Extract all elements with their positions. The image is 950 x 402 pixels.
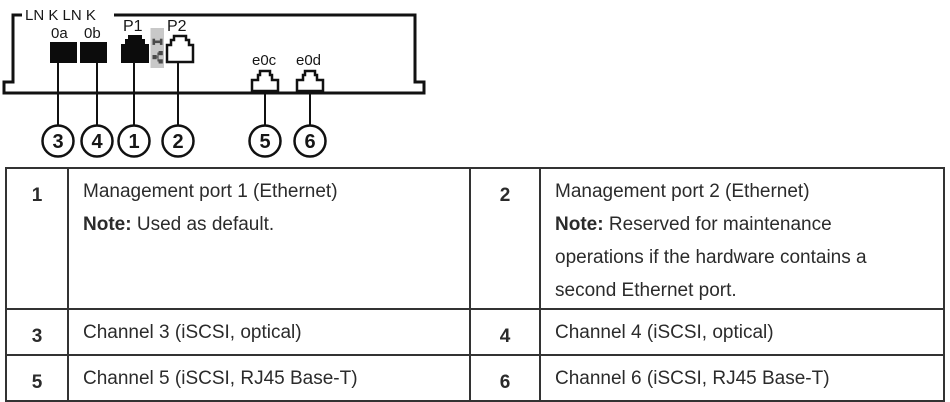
note-label: Note: <box>83 214 132 235</box>
port-0a-label: 0a <box>51 25 68 42</box>
port-title: Channel 6 (iSCSI, RJ45 Base-T) <box>555 368 830 389</box>
callout-2: 2 <box>172 131 183 153</box>
table-row: 3 Channel 3 (iSCSI, optical) 4 Channel 4… <box>5 308 945 356</box>
link-status-label: LN K LN K <box>25 7 96 24</box>
port-note: Note: Used as default. <box>83 208 455 241</box>
legend-table: 1 Management port 1 (Ethernet) Note: Use… <box>5 167 945 402</box>
rj45-port-e0d-icon <box>295 69 325 93</box>
port-title: Channel 3 (iSCSI, optical) <box>83 322 302 343</box>
description-cell: Channel 4 (iSCSI, optical) <box>539 308 945 356</box>
port-p1-label: P1 <box>123 18 143 35</box>
port-note: Note: Reserved for maintenance operation… <box>555 208 903 307</box>
description-cell: Channel 3 (iSCSI, optical) <box>67 308 471 356</box>
port-title: Management port 1 (Ethernet) <box>83 181 338 202</box>
sfp-port-0b-icon <box>80 42 107 63</box>
note-text: Reserved for maintenance operations if t… <box>555 214 867 301</box>
description-cell: Management port 2 (Ethernet) Note: Reser… <box>539 167 945 310</box>
callout-circles: 3 4 1 2 5 6 <box>41 124 327 158</box>
rj45-port-p1-icon <box>121 35 149 63</box>
faceplate-outline <box>2 13 426 95</box>
description-cell: Channel 6 (iSCSI, RJ45 Base-T) <box>539 354 945 402</box>
callout-6: 6 <box>304 131 315 153</box>
callout-number-cell: 4 <box>469 308 541 356</box>
description-cell: Management port 1 (Ethernet) Note: Used … <box>67 167 471 310</box>
sfp-port-0a-icon <box>50 42 77 63</box>
port-0b-label: 0b <box>84 25 101 42</box>
callout-3: 3 <box>52 131 63 153</box>
note-label: Note: <box>555 214 604 235</box>
callout-number-cell: 6 <box>469 354 541 402</box>
rear-panel-diagram: LN K LN K 0a 0b P1 P2 e0c <box>2 7 426 158</box>
port-e0c-label: e0c <box>252 52 277 69</box>
description-cell: Channel 5 (iSCSI, RJ45 Base-T) <box>67 354 471 402</box>
callout-number-cell: 2 <box>469 167 541 310</box>
callout-4: 4 <box>91 131 103 153</box>
wrench-icon <box>152 38 163 45</box>
table-row: 1 Management port 1 (Ethernet) Note: Use… <box>5 167 945 310</box>
rj45-port-e0c-icon <box>250 69 280 93</box>
port-e0d-label: e0d <box>296 52 321 69</box>
rj45-port-p2-icon <box>165 34 195 64</box>
callout-1: 1 <box>128 131 139 153</box>
callout-5: 5 <box>259 131 270 153</box>
port-title: Channel 5 (iSCSI, RJ45 Base-T) <box>83 368 358 389</box>
port-title: Channel 4 (iSCSI, optical) <box>555 322 774 343</box>
port-title: Management port 2 (Ethernet) <box>555 181 810 202</box>
network-icon <box>152 51 163 64</box>
port-p2-label: P2 <box>167 18 187 35</box>
callout-number-cell: 3 <box>5 308 69 356</box>
note-text: Used as default. <box>131 214 275 235</box>
label-gap <box>22 8 114 21</box>
maintenance-badge <box>150 28 164 68</box>
callout-leader-lines <box>57 62 311 125</box>
callout-number-cell: 1 <box>5 167 69 310</box>
table-row: 5 Channel 5 (iSCSI, RJ45 Base-T) 6 Chann… <box>5 354 945 402</box>
callout-number-cell: 5 <box>5 354 69 402</box>
